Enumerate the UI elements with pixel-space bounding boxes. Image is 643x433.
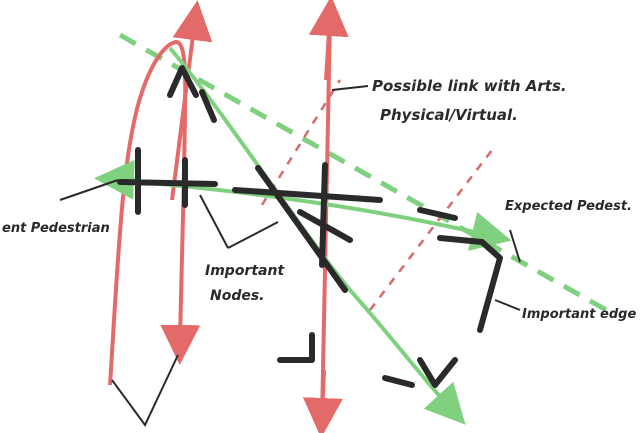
red-route-center-arrow-up	[308, 0, 349, 81]
possible-link-dashed-line-2	[369, 149, 493, 311]
left-node-cross	[117, 147, 218, 215]
expected-pedestrian-dashed-line	[118, 32, 617, 318]
center-node-cross	[232, 162, 383, 293]
bottom-chevron-right	[382, 357, 458, 388]
red-route-left-up	[170, 0, 213, 201]
possible-link-pointer	[331, 85, 369, 91]
important-nodes-label-line1: Important	[205, 263, 285, 279]
important-edge-label: Important edge	[522, 307, 636, 322]
important-nodes-label-line2: Nodes.	[210, 288, 265, 304]
bottom-left-loop	[111, 354, 179, 427]
important-nodes-pointer	[199, 194, 279, 249]
expected-pedestrian-pointer	[509, 229, 521, 263]
possible-link-label-line1: Possible link with Arts.	[372, 77, 567, 95]
bottom-corner-left	[277, 332, 315, 363]
left-edge-pointer	[59, 179, 119, 201]
pointer-lines	[59, 85, 521, 427]
red-route-center-arrow-down	[302, 369, 343, 433]
possible-link-label-line2: Physical/Virtual.	[380, 106, 518, 124]
expected-pedestrian-label: Expected Pedest.	[505, 199, 632, 214]
pedestrian-label: ent Pedestrian	[2, 221, 110, 236]
right-edge-corner	[417, 207, 503, 333]
top-chevron-node	[167, 65, 199, 98]
ink-marks	[117, 65, 503, 388]
important-edge-pointer	[494, 299, 521, 311]
